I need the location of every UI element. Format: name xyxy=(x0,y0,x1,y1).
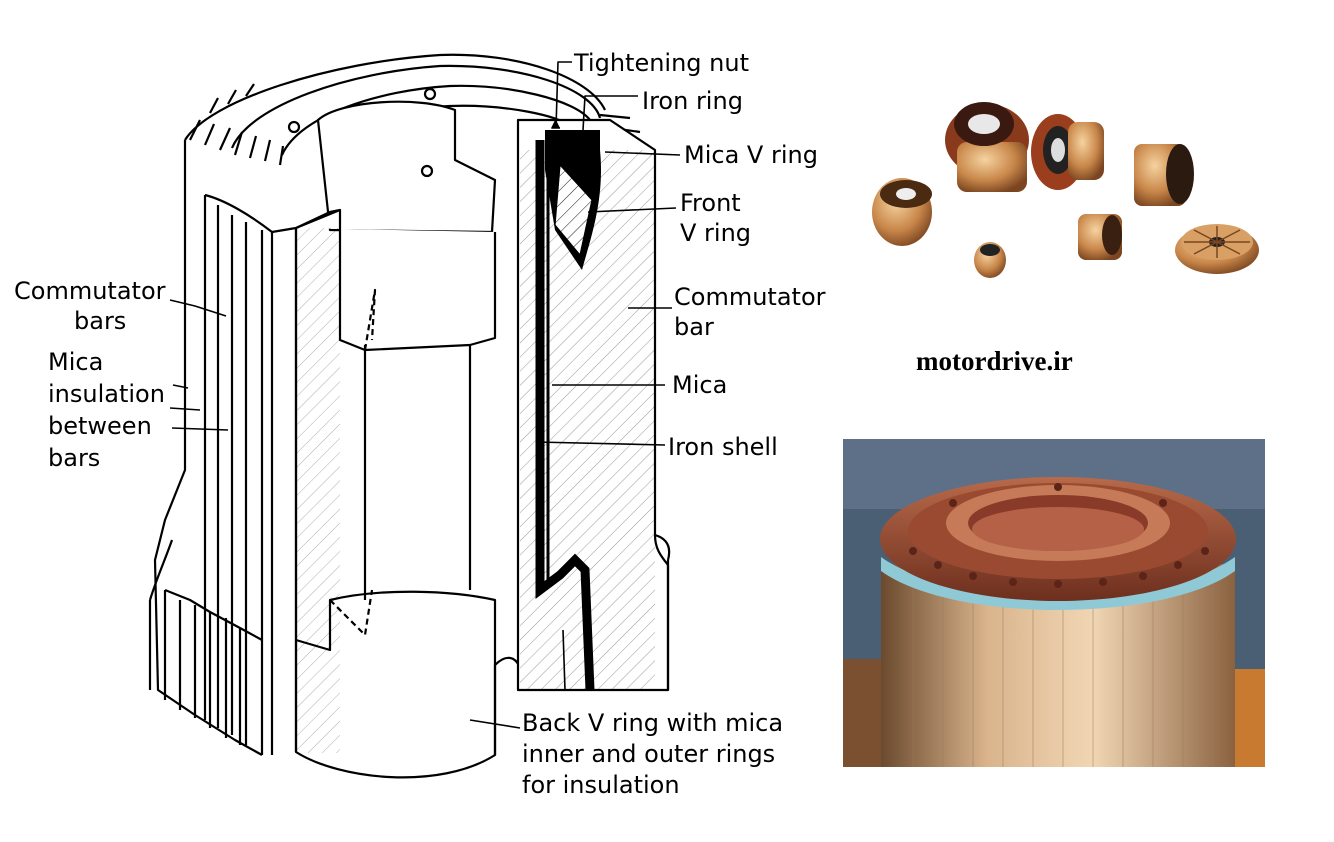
label-mica-insulation: Mica insulation between bars xyxy=(48,346,165,474)
label-commutator-bar-line1: Commutator xyxy=(674,283,826,311)
leader-lines xyxy=(169,61,681,729)
label-mica-insulation-line4: bars xyxy=(48,444,101,472)
label-back-v-ring: Back V ring with mica inner and outer ri… xyxy=(522,708,783,801)
label-commutator-bars-line2: bars xyxy=(74,307,127,335)
label-front-v-ring-line1: Front xyxy=(680,189,741,217)
inner-cylinder xyxy=(294,208,522,779)
commutator-disc xyxy=(1175,224,1259,274)
label-back-v-ring-line2: inner and outer rings xyxy=(522,740,776,768)
commutator-slotted xyxy=(872,178,932,246)
commutator-barrel xyxy=(881,564,1235,767)
commutator-cutaway-diagram xyxy=(148,53,681,779)
label-mica-insulation-line1: Mica xyxy=(48,348,104,376)
label-iron-ring: Iron ring xyxy=(642,87,743,115)
label-commutator-bars: Commutator bars xyxy=(14,276,166,336)
label-tightening-nut: Tightening nut xyxy=(574,49,749,77)
label-mica: Mica xyxy=(672,371,728,399)
cross-section xyxy=(516,118,671,692)
label-commutator-bars-line1: Commutator xyxy=(14,277,166,305)
label-mica-insulation-line2: insulation xyxy=(48,380,165,408)
commutator-large xyxy=(945,102,1029,192)
label-back-v-ring-line3: for insulation xyxy=(522,771,680,799)
small-commutators-photo xyxy=(862,92,1282,292)
insulation-band xyxy=(881,557,1235,610)
commutator-side xyxy=(1134,144,1194,206)
label-back-v-ring-line1: Back V ring with mica xyxy=(522,709,784,737)
label-commutator-bar: Commutator bar xyxy=(674,282,826,342)
label-mica-insulation-line3: between xyxy=(48,412,152,440)
label-mica-v-ring: Mica V ring xyxy=(684,141,818,169)
label-commutator-bar-line2: bar xyxy=(674,313,714,341)
large-commutator-photo xyxy=(843,439,1265,767)
label-iron-shell: Iron shell xyxy=(668,433,778,461)
top-ring xyxy=(184,53,641,234)
commutator-tilted xyxy=(1031,114,1104,190)
label-front-v-ring-line2: V ring xyxy=(680,219,752,247)
site-watermark: motordrive.ir xyxy=(916,346,1073,376)
label-front-v-ring: Front V ring xyxy=(680,188,751,248)
commutator-tiny xyxy=(974,242,1006,278)
commutator-small xyxy=(1078,214,1122,260)
